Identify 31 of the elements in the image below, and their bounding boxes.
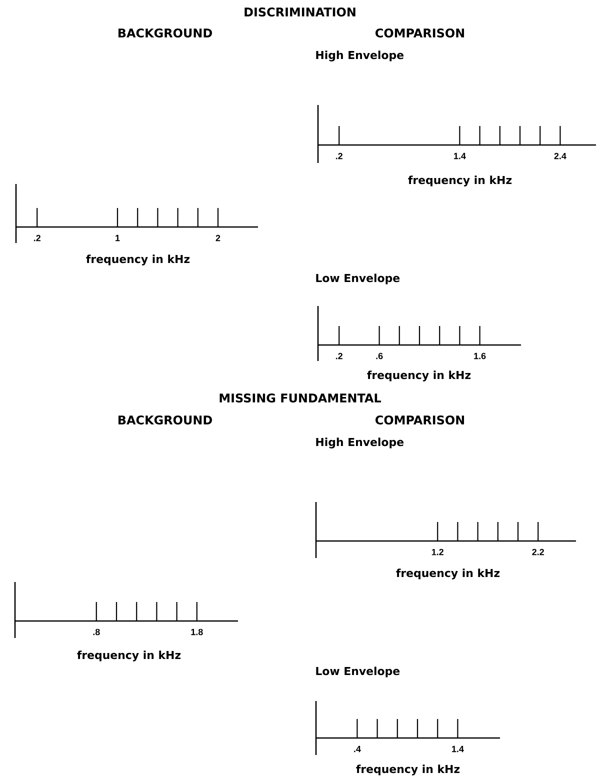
column-heading: COMPARISON xyxy=(376,415,464,425)
tick-label: 2.2 xyxy=(532,548,544,556)
panel-heading: Low Envelope xyxy=(316,274,400,284)
tick-label: 2 xyxy=(216,234,220,242)
tick-label: .2 xyxy=(336,152,342,160)
tick-label: 1.4 xyxy=(452,746,464,752)
panel-heading: High Envelope xyxy=(316,50,404,62)
tick-label: .6 xyxy=(376,352,383,360)
section-heading: MISSING FUNDAMENTAL xyxy=(220,393,381,403)
panel-heading: High Envelope xyxy=(316,438,404,448)
column-heading: BACKGROUND xyxy=(118,28,212,38)
tick-label: 1 xyxy=(116,234,120,242)
tick-label: .8 xyxy=(93,628,100,636)
tick-label: .2 xyxy=(336,352,342,360)
axis-label: frequency in kHz xyxy=(396,568,500,580)
tick-label: 1.8 xyxy=(191,628,203,636)
axis-label: frequency in kHz xyxy=(77,650,181,662)
column-heading: BACKGROUND xyxy=(118,415,212,425)
axis-label: frequency in kHz xyxy=(408,176,512,186)
column-heading: COMPARISON xyxy=(376,28,464,38)
axis-label: frequency in kHz xyxy=(356,764,460,776)
tick-label: 2.4 xyxy=(554,152,566,160)
section-heading: DISCRIMINATION xyxy=(244,7,356,17)
panel-heading: Low Envelope xyxy=(316,666,400,678)
tick-label: 1.6 xyxy=(474,352,486,360)
tick-label: .4 xyxy=(354,746,361,752)
axis-label: frequency in kHz xyxy=(367,370,471,382)
tick-label: 1.4 xyxy=(454,152,466,160)
axis-label: frequency in kHz xyxy=(86,254,190,266)
tick-label: 1.2 xyxy=(432,548,444,556)
tick-label: .2 xyxy=(34,234,40,242)
